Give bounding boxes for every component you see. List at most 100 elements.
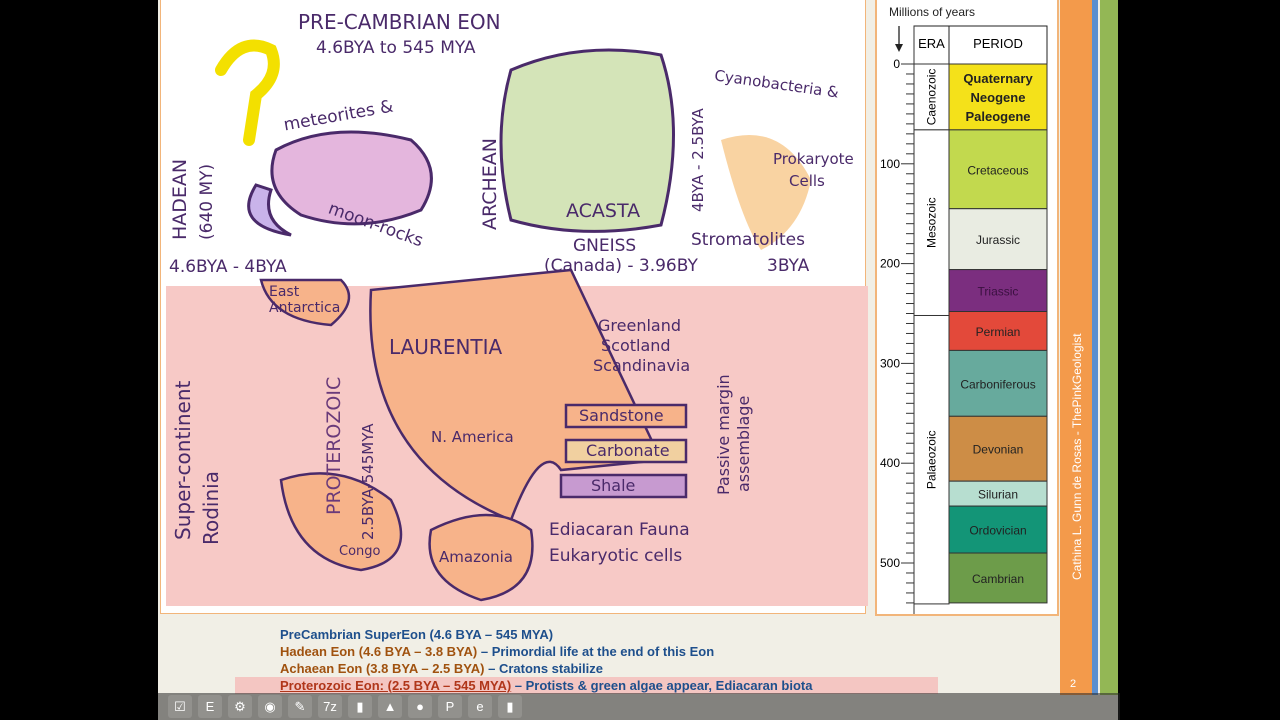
ie-icon[interactable]: e: [468, 695, 492, 718]
7zip-icon[interactable]: 7z: [318, 695, 342, 718]
precambrian-illustration: PRE-CAMBRIAN EON 4.6BYA to 545 MYA HADEA…: [160, 0, 868, 614]
era-cell: [913, 129, 950, 316]
congo-label: Congo: [339, 544, 381, 559]
author-credit: Cathina L. Gunn de Rosas - ThePinkGeolog…: [1070, 333, 1084, 580]
scandinavia-label: Scandinavia: [593, 356, 691, 375]
note-line: Proterozoic Eon: (2.5 BYA – 545 MYA) – P…: [235, 677, 938, 694]
meteorite-shape: [270, 130, 433, 226]
east-antarctica-label: East Antarctica: [269, 284, 341, 316]
note-eon: Achaean Eon (3.8 BYA – 2.5 BYA): [280, 661, 485, 676]
era-cell: [913, 314, 950, 605]
note-line: Achaean Eon (3.8 BYA – 2.5 BYA) – Craton…: [280, 660, 938, 677]
supercontinent-label: Super-continent: [171, 380, 195, 540]
laurentia-label: LAURENTIA: [389, 335, 503, 359]
question-mark-icon: [215, 39, 280, 146]
note-eon: PreCambrian SuperEon (4.6 BYA – 545 MYA): [280, 627, 554, 642]
app2-icon[interactable]: ▮: [348, 695, 372, 718]
period-label: Permian: [976, 325, 1021, 339]
sandstone-label: Sandstone: [579, 406, 664, 425]
tick-label: 400: [880, 456, 900, 470]
passive-margin-label: Passive margin: [714, 374, 733, 495]
period-cell: [948, 480, 1048, 507]
period-label: Paleogene: [965, 109, 1030, 124]
note-eon: Hadean Eon (4.6 BYA – 3.8 BYA): [280, 644, 478, 659]
archean-label: ARCHEAN: [479, 137, 501, 230]
period-cell: [948, 415, 1048, 482]
period-cell: [948, 505, 1048, 554]
sketch-shapes: [215, 39, 811, 602]
period-cell: [948, 129, 1048, 210]
orange-sidebar: [1060, 0, 1092, 695]
hadean-duration: (640 MY): [197, 163, 217, 240]
period-cell: [948, 208, 1048, 271]
green-sidebar: [1100, 0, 1118, 695]
stromatolites-age: 3BYA: [767, 256, 810, 276]
period-cell: [948, 349, 1048, 417]
antarctica-shape: [259, 278, 351, 327]
chart-title: Millions of years: [889, 5, 975, 19]
gneiss-location: (Canada) - 3.96BY: [544, 256, 698, 276]
camcorder-icon[interactable]: ▮: [498, 695, 522, 718]
shale-label: Shale: [591, 476, 636, 495]
note-description: – Cratons stabilize: [484, 661, 603, 676]
period-label: Jurassic: [976, 233, 1020, 247]
stromatolite-shape: [721, 135, 811, 250]
stromatolites-label: Stromatolites: [691, 230, 805, 250]
note-description: – Primordial life at the end of this Eon: [477, 644, 715, 659]
period-label: Devonian: [973, 443, 1024, 457]
amazonia-label: Amazonia: [439, 548, 513, 566]
note-line: PreCambrian SuperEon (4.6 BYA – 545 MYA): [280, 626, 938, 643]
period-label: Triassic: [978, 285, 1019, 299]
note-eon: Proterozoic Eon: (2.5 BYA – 545 MYA): [280, 678, 512, 693]
moon-shape: [247, 183, 292, 237]
app-icon[interactable]: ✎: [288, 695, 312, 718]
tick-label: 0: [893, 57, 900, 71]
amazonia-shape: [428, 513, 534, 602]
period-label: Carboniferous: [960, 377, 1035, 391]
scotland-label: Scotland: [601, 336, 671, 355]
paint-icon[interactable]: ●: [408, 695, 432, 718]
n-america-label: N. America: [431, 428, 514, 446]
gneiss-label: GNEISS: [573, 236, 637, 256]
congo-shape: [279, 472, 403, 572]
powerpoint-icon[interactable]: P: [438, 695, 462, 718]
tick-label: 100: [880, 157, 900, 171]
tick-label: 200: [880, 257, 900, 271]
tick-label: 300: [880, 356, 900, 370]
gneiss-rock: [499, 48, 675, 233]
steam-icon[interactable]: ⚙: [228, 695, 252, 718]
assemblage-label: assemblage: [734, 395, 753, 492]
drawing-title-range: 4.6BYA to 545 MYA: [316, 38, 476, 58]
page-number: 2: [1070, 678, 1077, 690]
blue-sidebar: [1092, 0, 1098, 695]
period-cell: [948, 63, 1048, 131]
proterozoic-label: PROTEROZOIC: [323, 376, 345, 515]
arrow-head-icon: [895, 44, 903, 52]
period-label: Ordovician: [969, 524, 1026, 538]
vlc-icon[interactable]: ▲: [378, 695, 402, 718]
period-label: Quaternary: [963, 71, 1033, 86]
era-label: Mesozoic: [925, 197, 939, 248]
era-label: Palaeozoic: [925, 430, 939, 489]
carbonate-label: Carbonate: [586, 441, 670, 460]
period-label: Neogene: [971, 90, 1026, 105]
header-period: PERIOD: [973, 36, 1023, 51]
archean-range: 4BYA - 2.5BYA: [689, 108, 707, 212]
period-label: Silurian: [978, 488, 1018, 502]
period-cell: [948, 269, 1048, 313]
firefox-icon[interactable]: ◉: [258, 695, 282, 718]
period-cell: [948, 552, 1048, 604]
note-line: Hadean Eon (4.6 BYA – 3.8 BYA) – Primord…: [280, 643, 938, 660]
header-era: ERA: [918, 36, 945, 51]
checklist-icon[interactable]: ☑: [168, 695, 192, 718]
acasta-label: ACASTA: [566, 200, 641, 222]
greenland-label: Greenland: [598, 316, 681, 335]
period-label: Cretaceous: [967, 163, 1028, 177]
proterozoic-range: 2.5BYA-545MYA: [359, 423, 377, 541]
tick-label: 500: [880, 556, 900, 570]
editor-icon[interactable]: E: [198, 695, 222, 718]
prokaryote-label: Prokaryote: [773, 150, 854, 168]
note-description: – Protists & green algae appear, Ediacar…: [511, 678, 813, 693]
